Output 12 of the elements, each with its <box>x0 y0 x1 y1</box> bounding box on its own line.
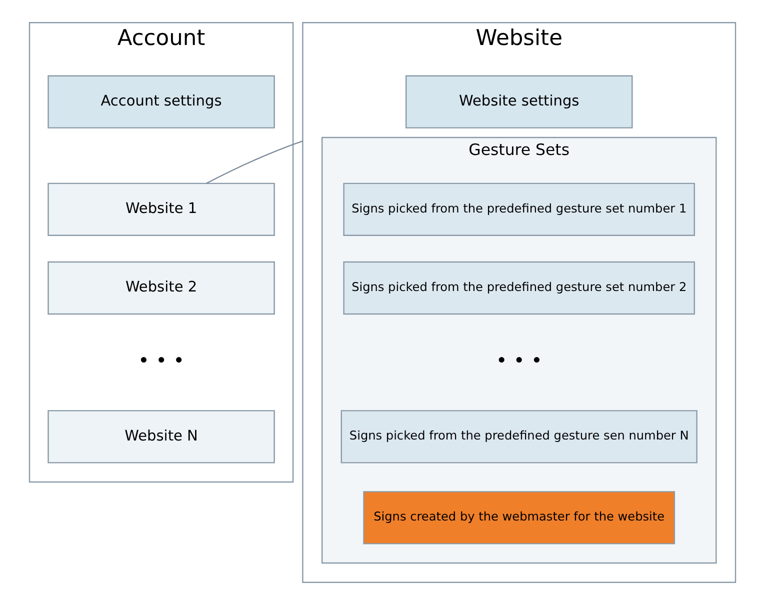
node-box: Signs picked from the predefined gesture sen number N <box>340 410 698 464</box>
node-box: Website 1 <box>48 182 275 236</box>
node-box: Signs picked from the predefined gesture set number 1 <box>343 182 695 236</box>
label: • • • <box>138 348 185 372</box>
node-box: Signs created by the webmaster for the website <box>363 491 676 544</box>
node-box: Signs picked from the predefined gesture set number 2 <box>343 261 695 315</box>
node-box: Website N <box>48 410 275 464</box>
label: • • • <box>496 348 542 372</box>
node-box: Website 2 <box>48 261 275 315</box>
node-box: Account settings <box>48 75 275 128</box>
node-box: Website settings <box>405 75 633 128</box>
connector <box>206 140 303 184</box>
